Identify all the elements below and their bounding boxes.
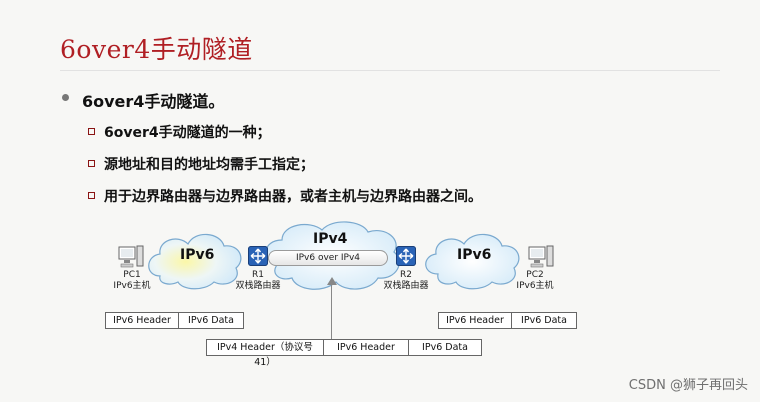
- pc2-desc: IPv6主机: [516, 281, 554, 291]
- right-cloud-label: IPv6: [457, 247, 492, 263]
- pc1-icon: [118, 245, 144, 268]
- sub-bullet-2: 源地址和目的地址均需手工指定；: [104, 157, 314, 173]
- tunnel-diagram: IPv6 IPv4 IPv6 IPv6 over IPv4 PC1 IPv6主机…: [100, 216, 600, 368]
- slide-title: 6over4手动隧道: [60, 35, 253, 64]
- r2-name: R2: [400, 270, 412, 280]
- right-packet: IPv6 Header IPv6 Data: [438, 312, 577, 329]
- network-clouds: [148, 221, 520, 290]
- sub-bullet-marker: [88, 192, 95, 199]
- r1-name: R1: [252, 270, 264, 280]
- main-bullet: 6over4手动隧道。: [82, 92, 225, 111]
- sub-bullet-1: 6over4手动隧道的一种；: [104, 125, 271, 141]
- sub-bullet-marker: [88, 128, 95, 135]
- r1-label: R1 双栈路由器: [230, 270, 286, 292]
- pc1-label: PC1 IPv6主机: [112, 270, 152, 292]
- sub-bullet-marker: [88, 160, 95, 167]
- arrow-head: [327, 277, 337, 285]
- packet-cell: IPv6 Data: [179, 312, 244, 329]
- tunnel-packet: IPv4 Header（协议号41） IPv6 Header IPv6 Data: [206, 339, 482, 368]
- pc1-name: PC1: [123, 270, 141, 280]
- center-cloud-label: IPv4: [313, 231, 348, 247]
- router-r1-icon: [248, 246, 268, 266]
- watermark: CSDN @狮子再回头: [628, 378, 748, 393]
- title-divider: [60, 70, 720, 71]
- sub-bullet-3: 用于边界路由器与边界路由器，或者主机与边界路由器之间。: [104, 189, 482, 205]
- pc2-icon: [528, 245, 554, 268]
- tunnel-pipe: IPv6 over IPv4: [268, 250, 388, 266]
- bullet-dot: [62, 94, 69, 101]
- r2-label: R2 双栈路由器: [378, 270, 434, 292]
- packet-cell: IPv4 Header（协议号41）: [206, 339, 324, 368]
- pc2-label: PC2 IPv6主机: [510, 270, 560, 292]
- router-r2-icon: [396, 246, 416, 266]
- left-ipv6-cloud: [148, 233, 242, 290]
- packet-cell: IPv6 Header: [105, 312, 179, 329]
- pc1-desc: IPv6主机: [113, 281, 151, 291]
- packet-cell: IPv6 Header: [438, 312, 512, 329]
- right-ipv6-cloud: [425, 233, 520, 290]
- pc2-name: PC2: [526, 270, 544, 280]
- packet-cell: IPv6 Header: [324, 339, 409, 356]
- encapsulation-arrow: [331, 283, 332, 339]
- r1-desc: 双栈路由器: [235, 281, 281, 291]
- left-cloud-label: IPv6: [180, 247, 215, 263]
- packet-cell: IPv6 Data: [409, 339, 482, 356]
- r2-desc: 双栈路由器: [383, 281, 429, 291]
- packet-cell: IPv6 Data: [512, 312, 577, 329]
- left-packet: IPv6 Header IPv6 Data: [105, 312, 244, 329]
